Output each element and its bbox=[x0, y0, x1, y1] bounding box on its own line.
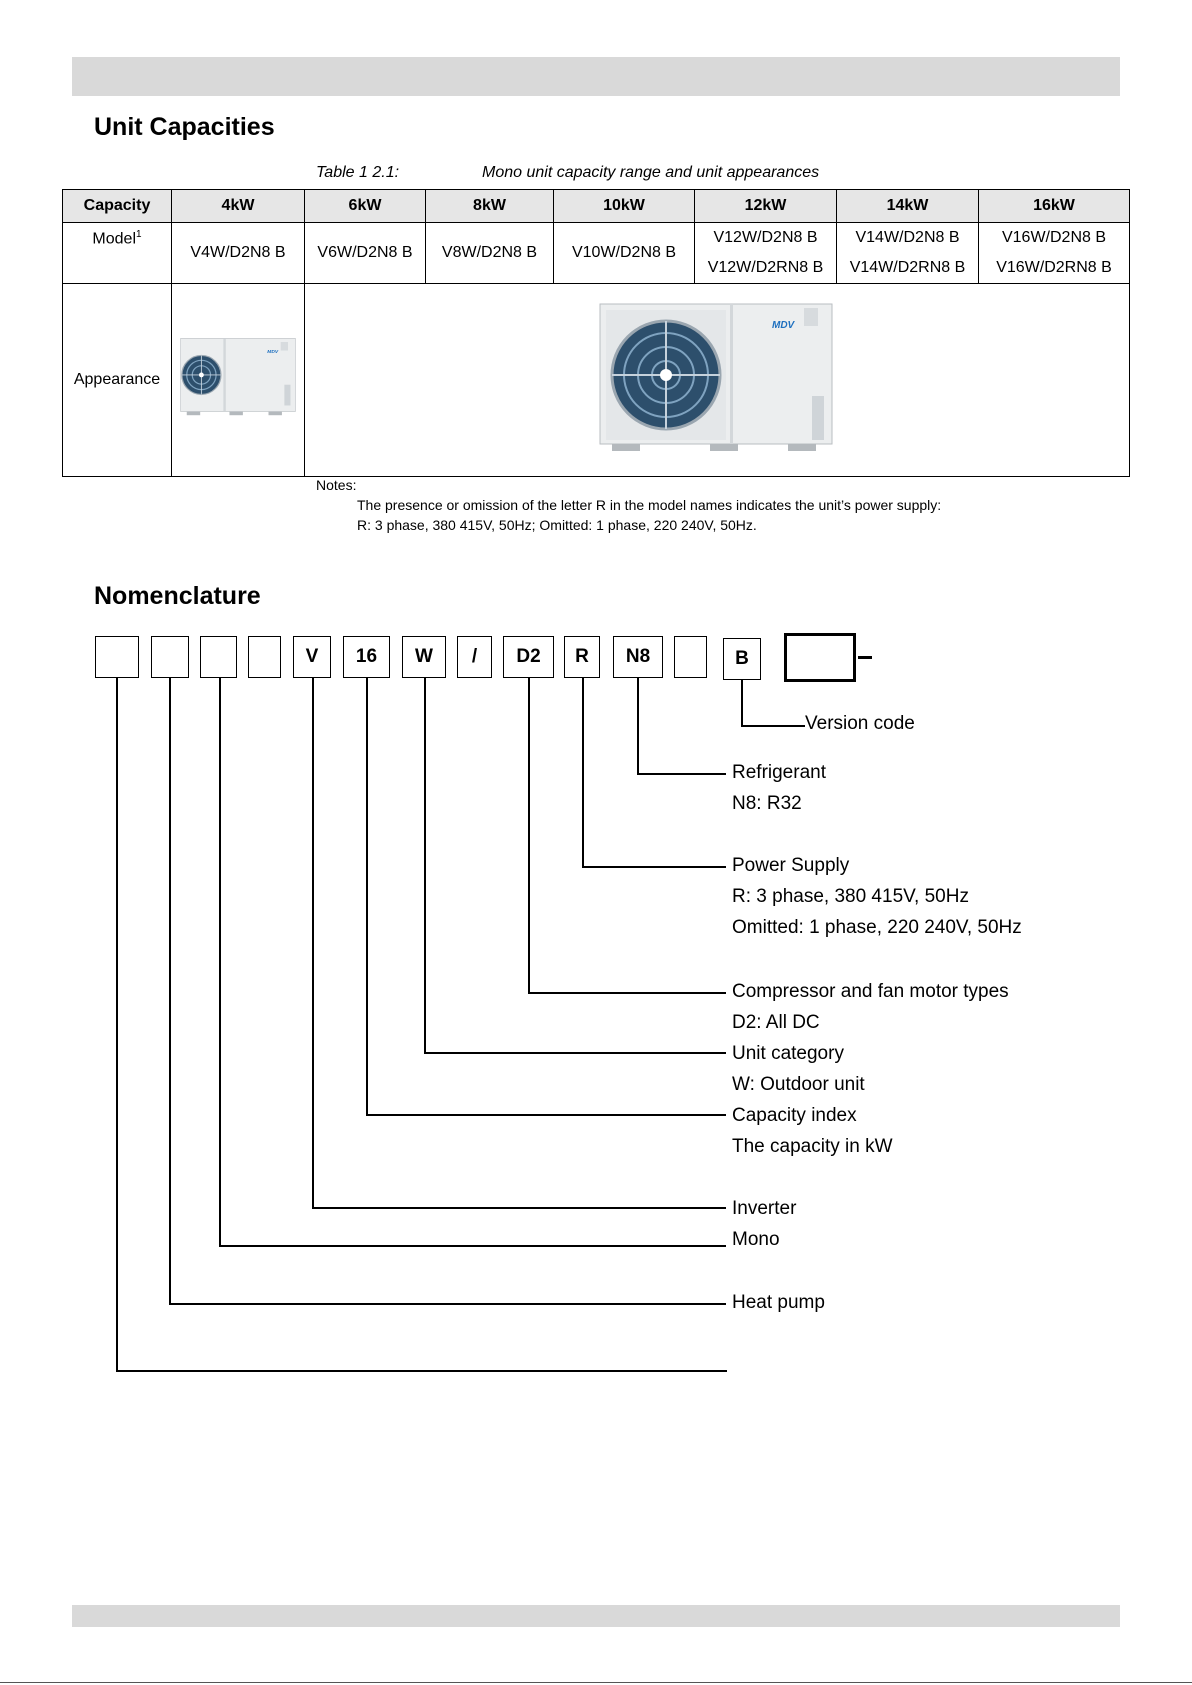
capacity-cell: 8kW bbox=[425, 189, 554, 223]
leader-compressor-vertical bbox=[528, 678, 530, 992]
label-inverter: Inverter bbox=[732, 1198, 797, 1219]
model-cell: V14W/D2N8 B bbox=[836, 222, 979, 253]
header-band bbox=[72, 57, 1120, 96]
model-cell: V12W/D2RN8 B bbox=[694, 253, 837, 284]
label-power-supply: Power Supply bbox=[732, 855, 850, 876]
code-dash bbox=[858, 656, 872, 659]
small-unit-image-cell: MDV bbox=[171, 283, 305, 477]
label-unit-category: Unit category bbox=[732, 1043, 844, 1064]
leader-mono-vertical bbox=[219, 678, 221, 1245]
label-refrigerant-desc: N8: R32 bbox=[732, 793, 802, 814]
label-capacity-desc: The capacity in kW bbox=[732, 1136, 893, 1157]
leader-first-vertical bbox=[116, 678, 118, 1370]
model-header: Model1 bbox=[62, 222, 172, 284]
capacity-table: Capacity 4kW 6kW 8kW 10kW 12kW 14kW 16kW… bbox=[62, 189, 1130, 477]
model-cell: V8W/D2N8 B bbox=[425, 222, 554, 284]
table-caption-text: Mono unit capacity range and unit appear… bbox=[482, 164, 820, 181]
code-box-n8: N8 bbox=[613, 636, 663, 678]
leader-capacity-horizontal bbox=[366, 1114, 726, 1116]
heat-pump-unit: MDV bbox=[180, 337, 296, 415]
brand-logo: MDV bbox=[267, 348, 279, 354]
label-power-omitted: Omitted: 1 phase, 220 240V, 50Hz bbox=[732, 917, 1022, 938]
table-caption-number: Table 1 2.1: bbox=[316, 164, 400, 181]
code-box-4 bbox=[248, 636, 281, 678]
notes-line-1: The presence or omission of the letter R… bbox=[357, 497, 942, 513]
label-capacity-index: Capacity index bbox=[732, 1105, 857, 1126]
model-cell: V4W/D2N8 B bbox=[171, 222, 305, 284]
label-version-code: Version code bbox=[805, 713, 915, 734]
leader-mono-horizontal bbox=[219, 1245, 726, 1247]
model-cell: V14W/D2RN8 B bbox=[836, 253, 979, 284]
leader-version-horizontal bbox=[741, 725, 805, 727]
capacity-header-row: Capacity 4kW 6kW 8kW 10kW 12kW 14kW 16kW bbox=[62, 189, 1130, 223]
heat-pump-unit-large: MDV bbox=[599, 303, 833, 451]
model-row: Model1 V4W/D2N8 B V6W/D2N8 B V8W/D2N8 B … bbox=[62, 222, 1130, 284]
code-box-blank bbox=[674, 636, 707, 678]
code-box-1 bbox=[95, 636, 139, 678]
code-box-w: W bbox=[402, 636, 446, 678]
appearance-header: Appearance bbox=[62, 283, 172, 477]
leader-inverter-vertical bbox=[312, 678, 314, 1207]
model-row-r: V12W/D2RN8 B V14W/D2RN8 B V16W/D2RN8 B bbox=[63, 253, 1130, 284]
large-unit-image-cell: MDV bbox=[304, 283, 1130, 477]
code-box-slash: / bbox=[457, 636, 492, 678]
code-box-r: R bbox=[564, 636, 600, 678]
footer-band bbox=[72, 1605, 1120, 1627]
leader-power-horizontal bbox=[582, 866, 726, 868]
leader-refrigerant-vertical bbox=[637, 678, 639, 773]
appearance-row: Appearance MDV bbox=[62, 283, 1130, 477]
code-box-2 bbox=[151, 636, 189, 678]
code-box-3 bbox=[200, 636, 237, 678]
label-compressor-desc: D2: All DC bbox=[732, 1012, 820, 1033]
capacity-cell: 16kW bbox=[978, 189, 1130, 223]
label-power-r: R: 3 phase, 380 415V, 50Hz bbox=[732, 886, 969, 907]
code-box-16: 16 bbox=[343, 636, 390, 678]
large-heat-pump-image: MDV bbox=[599, 303, 833, 451]
code-box-d2: D2 bbox=[503, 636, 554, 678]
section-title-unit-capacities: Unit Capacities bbox=[94, 113, 275, 141]
leader-heatpump-vertical bbox=[169, 678, 171, 1303]
model-cell: V6W/D2N8 B bbox=[304, 222, 426, 284]
label-refrigerant: Refrigerant bbox=[732, 762, 826, 783]
code-box-suffix bbox=[784, 633, 856, 682]
code-box-v: V bbox=[293, 636, 331, 678]
section-title-nomenclature: Nomenclature bbox=[94, 582, 261, 610]
small-heat-pump-image: MDV bbox=[180, 337, 296, 415]
code-box-b: B bbox=[723, 638, 761, 680]
label-mono: Mono bbox=[732, 1229, 780, 1250]
leader-inverter-horizontal bbox=[312, 1207, 726, 1209]
model-cell: V16W/D2RN8 B bbox=[978, 253, 1130, 284]
leader-power-vertical bbox=[582, 678, 584, 866]
label-compressor: Compressor and fan motor types bbox=[732, 981, 1009, 1002]
capacity-cell: 6kW bbox=[304, 189, 426, 223]
leader-compressor-horizontal bbox=[528, 992, 726, 994]
label-heat-pump: Heat pump bbox=[732, 1292, 825, 1313]
leader-refrigerant-horizontal bbox=[637, 773, 726, 775]
capacity-cell: 14kW bbox=[836, 189, 979, 223]
capacity-cell: 12kW bbox=[694, 189, 837, 223]
leader-first-horizontal bbox=[116, 1370, 727, 1372]
leader-version-vertical bbox=[741, 680, 743, 725]
label-unit-category-desc: W: Outdoor unit bbox=[732, 1074, 865, 1095]
model-cell: V10W/D2N8 B bbox=[553, 222, 695, 284]
notes-line-2: R: 3 phase, 380 415V, 50Hz; Omitted: 1 p… bbox=[357, 517, 757, 533]
capacity-cell: 10kW bbox=[553, 189, 695, 223]
notes-title: Notes: bbox=[316, 477, 357, 493]
leader-category-vertical bbox=[424, 678, 426, 1052]
model-cell: V16W/D2N8 B bbox=[978, 222, 1130, 253]
brand-logo-large: MDV bbox=[772, 320, 796, 331]
leader-heatpump-horizontal bbox=[169, 1303, 726, 1305]
page-edge-line bbox=[0, 1682, 1192, 1683]
leader-capacity-vertical bbox=[366, 678, 368, 1114]
leader-category-horizontal bbox=[424, 1052, 726, 1054]
capacity-header: Capacity bbox=[62, 189, 172, 223]
model-cell: V12W/D2N8 B bbox=[694, 222, 837, 253]
capacity-cell: 4kW bbox=[171, 189, 305, 223]
